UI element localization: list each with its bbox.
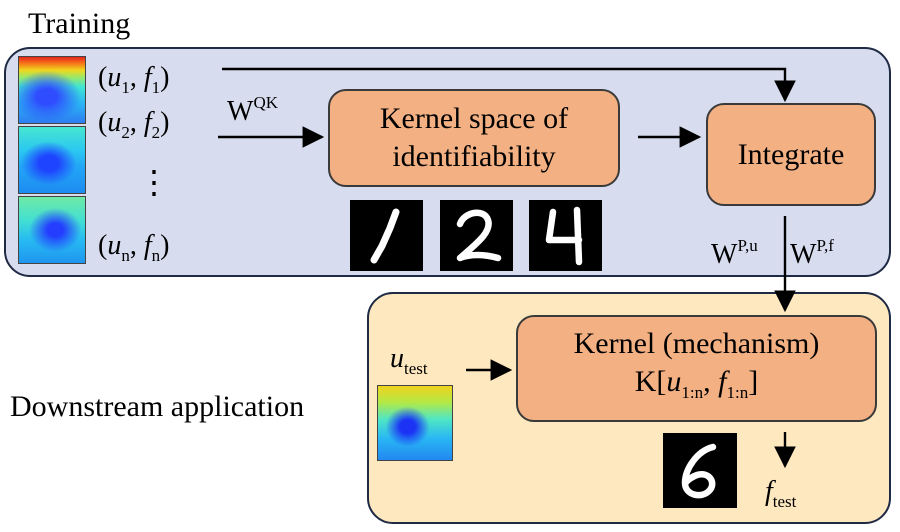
mnist-digit-2-image: [440, 200, 513, 271]
kernel-mechanism-box: Kernel (mechanism) K[u1:n, f1:n]: [516, 315, 877, 422]
kernel-space-box: Kernel space of identifiability: [328, 89, 620, 187]
kernel-space-line-1: Kernel space of: [379, 102, 569, 135]
pair-label-2: (u2, f2): [98, 107, 170, 142]
integrate-label: Integrate: [737, 137, 845, 171]
f-test-label: ftest: [765, 476, 797, 511]
training-field-image-2: [18, 126, 86, 194]
downstream-title: Downstream application: [10, 390, 305, 423]
pair-ellipsis: ⋮: [138, 164, 170, 200]
weight-qk-label: WQK: [227, 93, 278, 127]
kernel-formula: K[u1:n, f1:n]: [634, 365, 759, 402]
mnist-digit-4-image: [529, 200, 602, 271]
kernel-space-line-2: identifiability: [392, 140, 556, 173]
test-field-image: [377, 385, 453, 461]
integrate-box: Integrate: [706, 103, 876, 206]
training-field-image-1: [18, 56, 86, 124]
kernel-mechanism-label: Kernel (mechanism): [573, 327, 820, 360]
training-field-image-3: [18, 196, 86, 264]
mnist-digit-6-image: [663, 433, 737, 508]
weight-pf-label: WP,f: [790, 236, 834, 270]
mnist-digit-1-image: [350, 200, 423, 271]
pair-label-n: (un, fn): [98, 230, 170, 265]
training-title: Training: [28, 7, 131, 40]
weight-pu-label: WP,u: [711, 236, 758, 270]
u-test-label: utest: [390, 343, 428, 378]
pair-label-1: (u1, f1): [98, 62, 170, 97]
